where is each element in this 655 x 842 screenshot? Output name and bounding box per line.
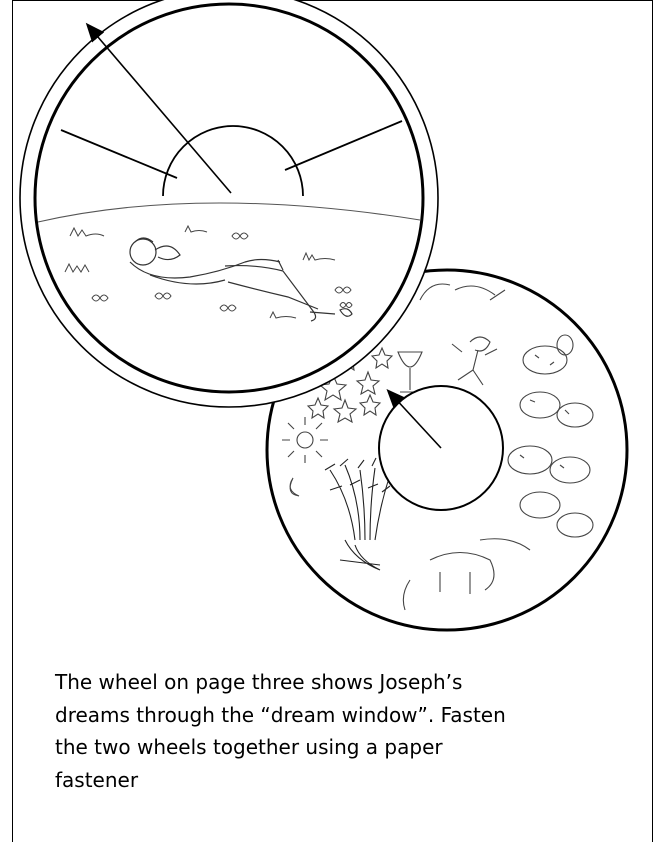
wheels-diagram [0,0,655,640]
top-wheel [20,0,438,407]
caption-line-1: The wheel on page three shows Joseph’s [55,666,615,699]
caption-line-3: the two wheels together using a paper [55,731,615,764]
instructions-caption: The wheel on page three shows Joseph’s d… [55,666,615,796]
caption-line-2: dreams through the “dream window”. Faste… [55,699,615,732]
caption-line-4: fastener [55,764,615,797]
